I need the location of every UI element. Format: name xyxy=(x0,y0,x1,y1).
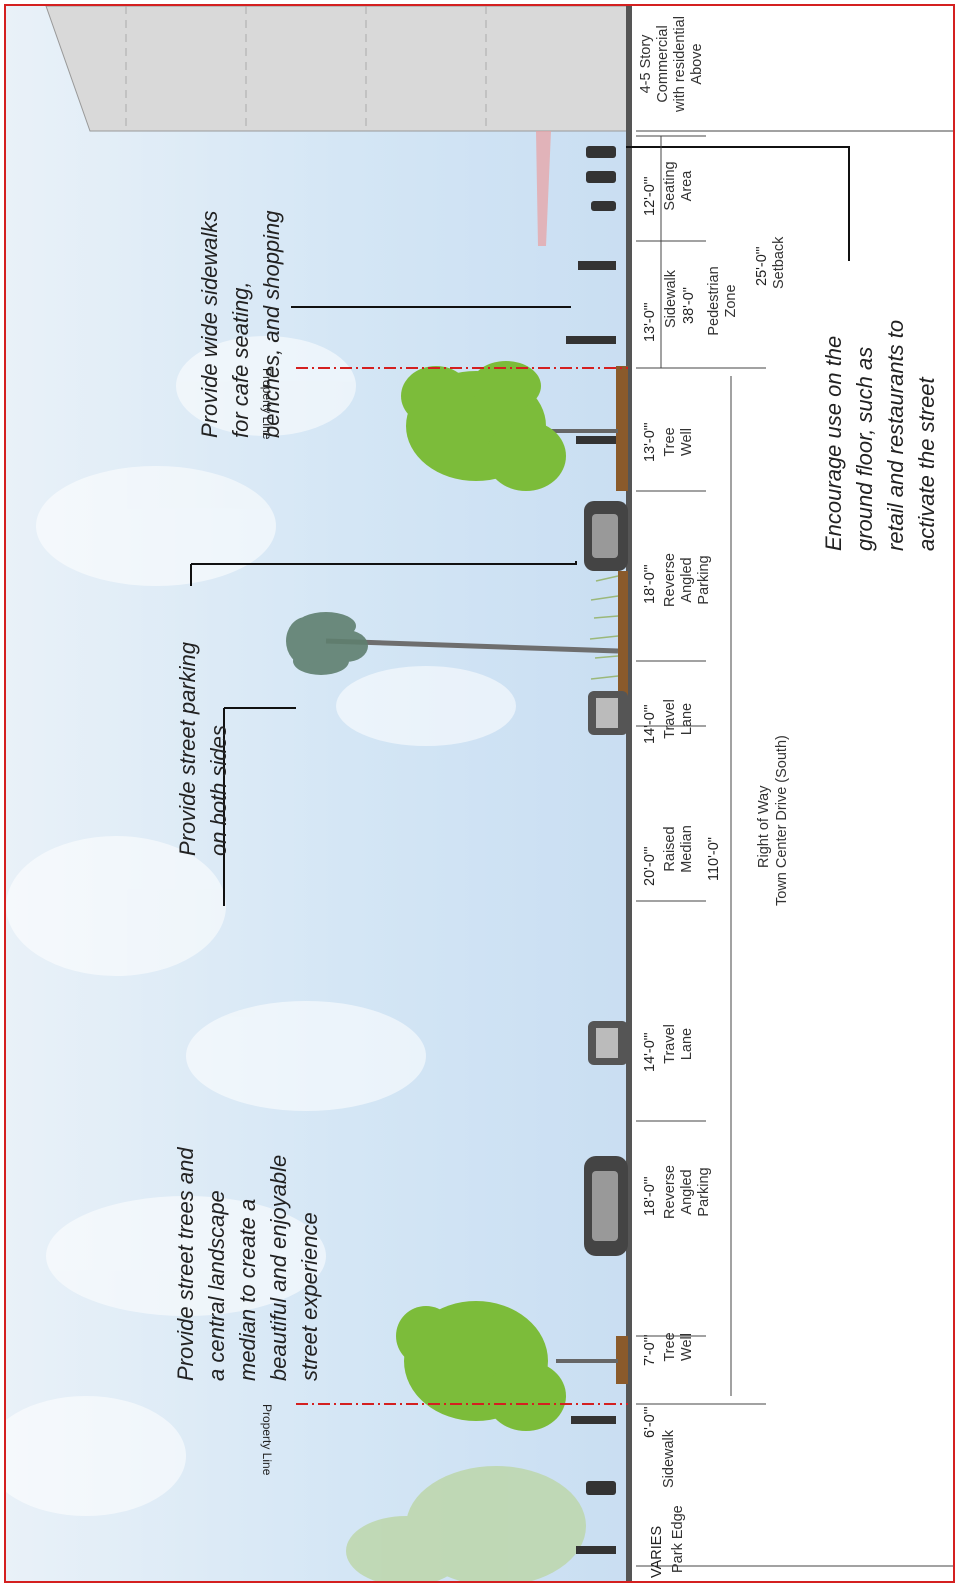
travel-left-dim: 14'-0"' xyxy=(642,1032,658,1072)
parking-right-label: Reverse Angled Parking xyxy=(662,553,712,607)
seating-dim: 12'-0"' xyxy=(642,176,658,216)
note-line: street experience xyxy=(297,1212,322,1381)
note-line: Encourage use on the xyxy=(821,335,846,551)
palm-tree xyxy=(286,612,619,675)
tree-well-right-dim: 13'-0"' xyxy=(642,422,658,462)
setback-dim: 25'-0"' xyxy=(754,246,770,286)
note-line: retail and restaurants to xyxy=(883,319,908,551)
note-line: beautiful and enjoyable xyxy=(266,1154,291,1381)
parking-left-label: Reverse Angled Parking xyxy=(662,1165,712,1219)
setback-label: Setback xyxy=(771,236,787,289)
note-line: median to create a xyxy=(235,1198,260,1381)
street-section-scene: Provide wide sidewalks for cafe seating,… xyxy=(6,6,953,1581)
pedestrian-total-dim: 38'-0" xyxy=(681,287,697,324)
park-edge-label: Park Edge xyxy=(670,1505,686,1573)
car-travel-left xyxy=(588,1021,628,1065)
tree-well-left-label: Tree Well xyxy=(662,1332,695,1362)
commercial-text: 4-5 Story Commercial with residential Ab… xyxy=(638,16,705,112)
section-illustration xyxy=(6,6,953,1581)
travel-right-label: Travel Lane xyxy=(662,699,695,739)
parking-right-dim: 18'-0"' xyxy=(642,564,658,604)
diagram-frame: Provide wide sidewalks for cafe seating,… xyxy=(4,4,955,1583)
note-line: on both sides xyxy=(206,725,231,856)
row-total-dim: 110'-0" xyxy=(706,837,722,881)
note-line: for cafe seating, xyxy=(228,281,253,438)
median-label: Raised Median xyxy=(662,825,695,873)
pedestrian-zone-label: Pedestrian Zone xyxy=(706,266,739,336)
property-line-label-left: Property Line xyxy=(260,1404,274,1476)
note-line: Provide street parking xyxy=(175,642,200,856)
median-dim: 20'-0"' xyxy=(642,846,658,886)
note-line: a central landscape xyxy=(204,1190,229,1381)
car-parking-left xyxy=(584,1156,628,1256)
planter-right xyxy=(616,366,628,491)
sidewalk-left-label: Sidewalk xyxy=(661,1429,677,1488)
note-line: ground floor, such as xyxy=(852,346,877,551)
street-tree-left xyxy=(396,1301,618,1431)
street-tree-right xyxy=(401,361,618,491)
commercial-label: 4-5 Story Commercial with residential Ab… xyxy=(638,14,706,114)
sidewalk-ped-label: Sidewalk xyxy=(663,269,679,328)
planter-left xyxy=(616,1336,628,1384)
note-street-parking: Provide street parking on both sides xyxy=(172,642,234,856)
note-line: Provide street trees and xyxy=(173,1147,198,1381)
tree-well-right-label: Tree Well xyxy=(662,427,695,457)
car-parking-right xyxy=(584,501,628,571)
park-varies: VARIES xyxy=(649,1525,665,1578)
median-planter xyxy=(618,571,628,726)
note-line: activate the street xyxy=(914,377,939,551)
travel-right-dim: 14'-0"' xyxy=(642,704,658,744)
clouds xyxy=(6,336,516,1516)
note-street-trees: Provide street trees and a central lands… xyxy=(170,1147,325,1381)
ground-line xyxy=(626,6,632,1581)
pedestrians xyxy=(566,146,616,1554)
dimension-lines xyxy=(636,130,953,1567)
sidewalk-left-dim: 6'-0"' xyxy=(642,1406,658,1438)
sidewalk-ped-dim: 13'-0"' xyxy=(642,302,658,342)
note-line: Provide wide sidewalks xyxy=(197,210,222,438)
car-travel-right xyxy=(588,691,628,735)
note-ground-floor: Encourage use on the ground floor, such … xyxy=(818,320,942,551)
tree-well-left-dim: 7'-0"' xyxy=(642,1334,658,1366)
seating-label: Seating Area xyxy=(662,161,695,211)
callout-lines xyxy=(190,146,850,906)
park-trees xyxy=(346,1466,586,1581)
row-label: Right of Way xyxy=(756,785,772,868)
property-line-label-right: Property Line xyxy=(260,368,274,440)
parking-left-dim: 18'-0"' xyxy=(642,1176,658,1216)
street-name: Town Center Drive (South) xyxy=(774,735,790,906)
travel-left-label: Travel Lane xyxy=(662,1024,695,1064)
